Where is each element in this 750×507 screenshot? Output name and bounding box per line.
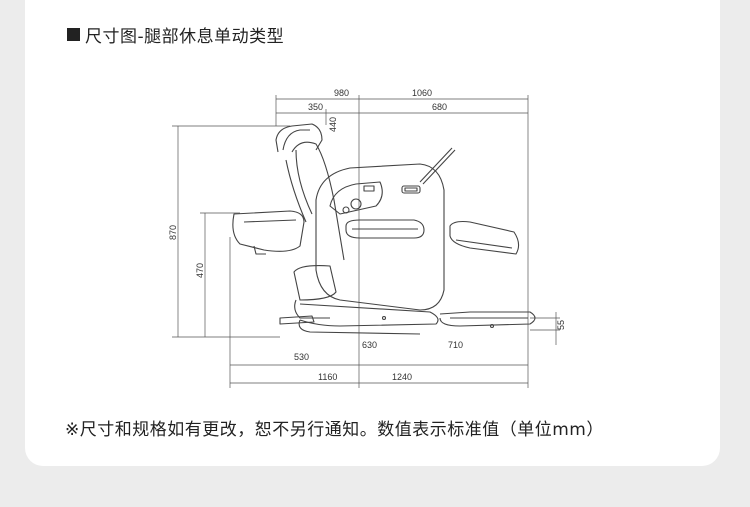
footnote: ※尺寸和规格如有更改，恕不另行通知。数值表示标准值（单位mm）	[65, 420, 604, 440]
dim-floor-gap: 55	[556, 320, 566, 330]
dim-top-right-part: 680	[432, 102, 447, 112]
dim-bottom-left-part: 530	[294, 352, 309, 362]
dim-bottom-right-total: 1240	[392, 372, 412, 382]
dim-bottom-mid: 630	[362, 340, 377, 350]
dim-top-right-total: 1060	[412, 88, 432, 98]
dim-bottom-left-total: 1160	[318, 372, 337, 382]
page-title: 尺寸图-腿部休息单动类型	[67, 22, 284, 47]
dim-seat-height: 470	[195, 263, 205, 278]
dim-top-left-total: 980	[334, 88, 349, 98]
title-text: 尺寸图-腿部休息单动类型	[85, 27, 285, 47]
dim-top-left-part: 350	[308, 102, 323, 112]
dim-headrest: 440	[328, 117, 338, 132]
dim-height-total: 870	[168, 225, 178, 240]
content-card	[25, 0, 720, 466]
dim-bottom-right-part: 710	[448, 340, 463, 350]
title-square-icon	[67, 28, 80, 41]
